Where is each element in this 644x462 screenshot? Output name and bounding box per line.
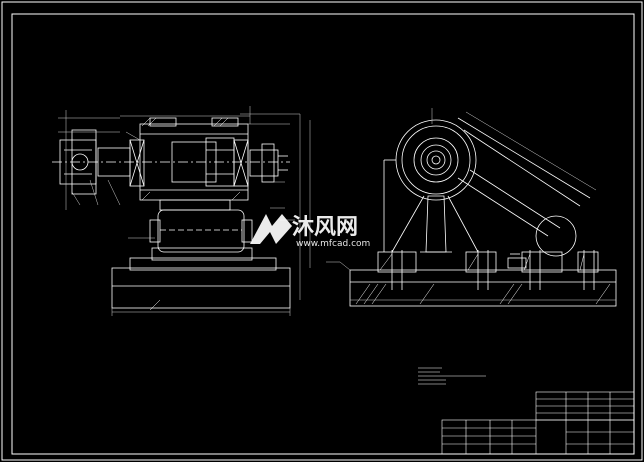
mf-logo-icon bbox=[250, 214, 292, 244]
right-view bbox=[349, 117, 617, 307]
technical-notes bbox=[418, 367, 486, 385]
right-view-dimensions bbox=[326, 108, 616, 301]
watermark-url: www.mfcad.com bbox=[296, 239, 370, 249]
watermark-title: 沐风网 bbox=[292, 215, 358, 240]
title-block bbox=[441, 391, 635, 455]
watermark: 沐风网 www.mfcad.com bbox=[250, 214, 370, 249]
drawing-frame-inner bbox=[11, 13, 635, 455]
left-view-dimensions bbox=[58, 106, 311, 316]
left-view bbox=[52, 117, 291, 311]
